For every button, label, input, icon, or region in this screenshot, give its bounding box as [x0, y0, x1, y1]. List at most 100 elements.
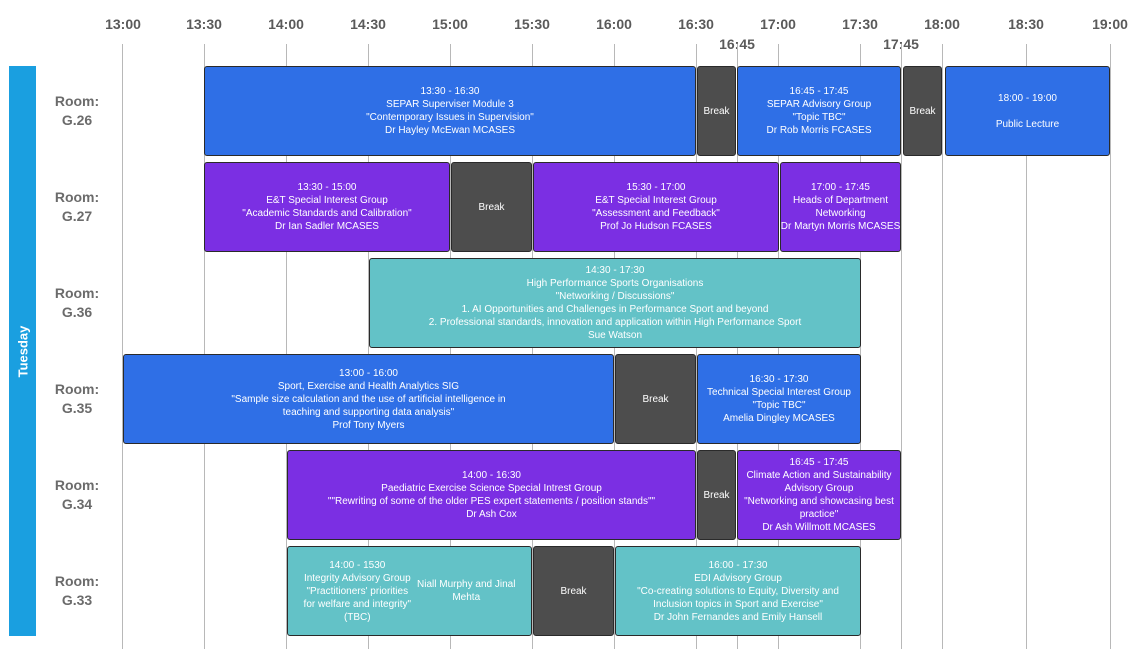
time-label: 15:00	[432, 16, 468, 32]
session-technical-sig[interactable]: 16:30 - 17:30 Technical Special Interest…	[697, 354, 861, 444]
session-public-lecture[interactable]: 18:00 - 19:00 Public Lecture	[945, 66, 1110, 156]
session-title: Heads of Department	[792, 195, 889, 206]
day-label: Tuesday	[15, 325, 30, 377]
room-word: Room:	[54, 573, 100, 589]
session-presenter: Amelia Dingley MCASES	[723, 413, 835, 424]
session-topic: "Topic TBC"	[792, 112, 846, 123]
room-word: Room:	[54, 285, 100, 301]
room-name: G.34	[61, 496, 93, 512]
break-label: Break	[560, 585, 587, 597]
session-time: 16:45 - 17:45	[789, 86, 849, 97]
session-topic: "Academic Standards and Calibration"	[242, 208, 412, 219]
break-block[interactable]: Break	[451, 162, 532, 252]
time-label: 14:30	[350, 16, 386, 32]
session-title: E&T Special Interest Group	[266, 195, 388, 206]
time-label: 19:00	[1092, 16, 1128, 32]
session-edi-advisory-group[interactable]: 16:00 - 17:30 EDI Advisory Group "Co-cre…	[615, 546, 861, 636]
grid-line	[942, 44, 943, 649]
session-presenter: Mehta	[452, 592, 481, 603]
grid-line	[122, 44, 123, 649]
session-details: 14:00 - 1530 Integrity Advisory Group "P…	[304, 559, 412, 624]
grid-line	[901, 44, 902, 649]
session-et-academic-standards[interactable]: 13:30 - 15:00 E&T Special Interest Group…	[204, 162, 450, 252]
session-title: High Performance Sports Organisations	[526, 278, 704, 289]
session-title: Climate Action and Sustainability	[746, 470, 892, 481]
grid-line	[204, 44, 205, 649]
session-high-performance-sports[interactable]: 14:30 - 17:30 High Performance Sports Or…	[369, 258, 861, 348]
session-item: 2. Professional standards, innovation an…	[428, 317, 802, 328]
session-presenter: Dr Ian Sadler MCASES	[275, 221, 379, 232]
session-item: 1. AI Opportunities and Challenges in Pe…	[461, 304, 769, 315]
break-label: Break	[478, 201, 505, 213]
session-time: 16:30 - 17:30	[749, 374, 809, 385]
session-presenter: Niall Murphy and Jinal	[417, 579, 516, 590]
time-label: 14:00	[268, 16, 304, 32]
day-label-bar: Tuesday	[9, 66, 36, 636]
session-topic: Inclusion topics in Sport and Exercise"	[653, 598, 823, 610]
time-label: 17:00	[760, 16, 796, 32]
session-title: Advisory Group	[784, 483, 854, 494]
session-separ-supervisor-module[interactable]: 13:30 - 16:30 SEPAR Superviser Module 3 …	[204, 66, 696, 156]
grid-line	[1110, 44, 1111, 649]
session-topic: practice"	[799, 509, 839, 520]
session-time: 13:00 - 16:00	[339, 367, 398, 379]
session-presenter: Dr Martyn Morris MCASES	[780, 221, 901, 232]
session-title: Technical Special Interest Group	[707, 387, 851, 398]
session-note: (TBC)	[343, 611, 371, 623]
room-word: Room:	[54, 477, 100, 493]
session-climate-action-group[interactable]: 16:45 - 17:45 Climate Action and Sustain…	[737, 450, 901, 540]
session-presenter: Dr John Fernandes and Emily Hansell	[653, 611, 823, 623]
room-word: Room:	[54, 381, 100, 397]
room-label-g35: Room: G.35	[40, 380, 114, 418]
session-title: SEPAR Superviser Module 3	[386, 99, 514, 110]
break-block[interactable]: Break	[903, 66, 942, 156]
break-block[interactable]: Break	[697, 450, 736, 540]
session-topic: teaching and supporting data analysis"	[282, 406, 455, 418]
time-label: 18:00	[924, 16, 960, 32]
session-integrity-advisory-group[interactable]: 14:00 - 1530 Integrity Advisory Group "P…	[287, 546, 532, 636]
session-separ-advisory-group[interactable]: 16:45 - 17:45 SEPAR Advisory Group "Topi…	[737, 66, 901, 156]
break-block[interactable]: Break	[615, 354, 696, 444]
session-paediatric-exercise-sig[interactable]: 14:00 - 16:30 Paediatric Exercise Scienc…	[287, 450, 696, 540]
session-title: Paediatric Exercise Science Special Intr…	[381, 483, 602, 494]
room-label-g34: Room: G.34	[40, 476, 114, 514]
session-time: 16:00 - 17:30	[708, 559, 768, 571]
session-time: 18:00 - 19:00	[998, 92, 1057, 104]
session-time: 14:00 - 16:30	[462, 470, 521, 481]
room-word: Room:	[54, 93, 100, 109]
break-block[interactable]: Break	[697, 66, 736, 156]
session-presenter: Prof Tony Myers	[332, 419, 405, 431]
session-presenters: Niall Murphy and Jinal Mehta	[417, 578, 515, 604]
time-label: 13:00	[105, 16, 141, 32]
session-topic: "Networking / Discussions"	[555, 291, 675, 302]
break-label: Break	[703, 489, 730, 501]
room-label-g33: Room: G.33	[40, 572, 114, 610]
session-topic: "Sample size calculation and the use of …	[231, 393, 506, 405]
grid-line	[1026, 44, 1027, 649]
room-name: G.35	[61, 400, 93, 416]
room-word: Room:	[54, 189, 100, 205]
room-label-g36: Room: G.36	[40, 284, 114, 322]
session-time: 17:00 - 17:45	[811, 182, 870, 193]
session-analytics-sig[interactable]: 13:00 - 16:00 Sport, Exercise and Health…	[123, 354, 614, 444]
session-topic: ""Rewriting of some of the older PES exp…	[327, 496, 656, 507]
session-topic: Networking	[815, 208, 866, 219]
room-name: G.27	[61, 208, 93, 224]
room-name: G.36	[61, 304, 93, 320]
session-title: Public Lecture	[995, 118, 1060, 130]
session-topic: "Assessment and Feedback"	[592, 208, 720, 219]
break-block[interactable]: Break	[533, 546, 614, 636]
session-title: EDI Advisory Group	[694, 572, 782, 584]
break-label: Break	[909, 105, 936, 117]
session-time: 14:00 - 1530	[329, 559, 386, 571]
session-heads-of-department[interactable]: 17:00 - 17:45 Heads of Department Networ…	[780, 162, 901, 252]
time-label: 17:30	[842, 16, 878, 32]
session-time: 15:30 - 17:00	[626, 182, 686, 193]
grid-line	[286, 44, 287, 649]
session-title: Sport, Exercise and Health Analytics SIG	[277, 380, 460, 392]
session-time: 13:30 - 16:30	[420, 86, 480, 97]
session-time: 14:30 - 17:30	[585, 265, 645, 276]
session-et-assessment-feedback[interactable]: 15:30 - 17:00 E&T Special Interest Group…	[533, 162, 779, 252]
session-topic: "Networking and showcasing best	[744, 496, 894, 507]
session-topic: "Contemporary Issues in Supervision"	[366, 112, 534, 123]
